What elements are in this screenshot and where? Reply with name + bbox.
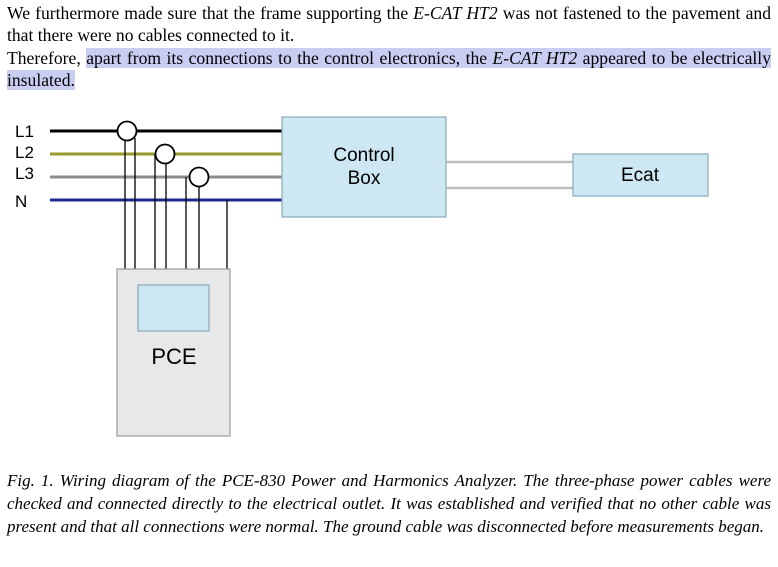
ecat-label: Ecat	[621, 165, 660, 186]
paragraph-1: We furthermore made sure that the frame …	[7, 2, 771, 46]
control-box-label-line1: Control	[333, 145, 394, 166]
paragraph-1-device-name: E-CAT HT2	[413, 3, 498, 23]
current-clamp-l3-icon	[188, 166, 210, 188]
control-box	[281, 116, 447, 218]
paragraph-1-text-before: We furthermore made sure that the frame …	[7, 3, 414, 23]
analyzer-leads	[124, 131, 228, 269]
current-clamp-l2-icon	[154, 143, 176, 165]
line-label-l2: L2	[15, 143, 34, 162]
control-box-label-line2: Box	[348, 168, 381, 189]
pce-label: PCE	[151, 344, 196, 369]
line-label-l1: L1	[15, 122, 34, 141]
figure-caption: Fig. 1. Wiring diagram of the PCE-830 Po…	[7, 471, 771, 536]
current-clamp-l1-icon	[116, 120, 138, 142]
line-label-n: N	[15, 192, 27, 211]
paragraph-2-highlight: apart from its connections to the contro…	[7, 48, 771, 90]
paragraph-2-lead: Therefore,	[7, 48, 87, 68]
pce-screen	[137, 284, 210, 332]
paragraph-2: Therefore, apart from its connections to…	[7, 47, 771, 91]
line-label-l3: L3	[15, 164, 34, 183]
paragraph-2-highlight-before: apart from its connections to the contro…	[86, 48, 493, 68]
wiring-diagram: L1 L2 L3 N Control Box Ecat PCE	[15, 116, 709, 437]
ecat-box	[572, 153, 709, 197]
paragraph-1-text-after: was not fastened to the pavement and tha…	[7, 3, 771, 45]
paragraph-2-highlight-after: appeared to be electrically insulated.	[7, 48, 771, 90]
paragraph-2-device-name: E-CAT HT2	[492, 48, 578, 68]
